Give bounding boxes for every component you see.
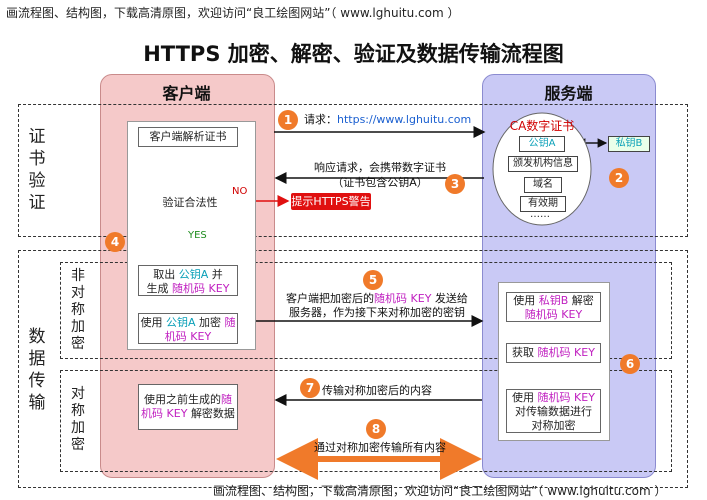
encrypt-key-box: 使用 公钥A 加密 随 机码 KEY — [138, 313, 238, 344]
get-key-box: 获取 随机码 KEY — [506, 343, 601, 363]
data-transfer-band — [18, 250, 688, 488]
https-warning-box: 提示HTTPS警告 — [291, 193, 371, 210]
encrypt-data-box: 使用 随机码 KEY 对传输数据进行 对称加密 — [506, 389, 601, 433]
watermark-top: 画流程图、结构图，下载高清原图，欢迎访问“良工绘图网站”（ www.lghuit… — [6, 6, 460, 20]
ellipsis-text: …… — [530, 209, 550, 220]
private-key-b-pill: 私钥B — [608, 136, 650, 152]
step-2-badge: 2 — [609, 168, 629, 188]
step-7-badge: 7 — [300, 378, 320, 398]
request-message: 请求：https://www.lghuitu.com — [304, 113, 472, 126]
no-label: NO — [232, 186, 248, 197]
public-key-a-pill: 公钥A — [519, 136, 565, 152]
verify-legit-diamond: 验证合法性 — [162, 196, 218, 209]
take-public-key-box: 取出 公钥A 并 生成 随机码 KEY — [138, 265, 238, 296]
step-8-badge: 8 — [366, 419, 386, 439]
yes-label: YES — [188, 230, 207, 241]
asymmetric-band — [60, 262, 672, 359]
step-3-badge: 3 — [445, 174, 465, 194]
client-flow-panel — [127, 121, 256, 350]
diagram-title: HTTPS 加密、解密、验证及数据传输流程图 — [143, 42, 564, 66]
decrypt-data-box: 使用之前生成的随 机码 KEY 解密数据 — [138, 384, 238, 430]
asymmetric-label: 非 对 称 加 密 — [71, 268, 85, 352]
step-5-badge: 5 — [363, 270, 383, 290]
all-content-message: 通过对称加密传输所有内容 — [314, 441, 446, 454]
symmetric-label: 对 称 加 密 — [71, 386, 85, 453]
client-column-title: 客户端 — [162, 84, 211, 103]
cert-verify-label: 证 书 验 证 — [28, 127, 46, 213]
issuer-pill: 颁发机构信息 — [508, 156, 578, 172]
step-1-badge: 1 — [278, 110, 298, 130]
response-message: 响应请求，会携带数字证书 （证书包含公钥A） — [314, 161, 446, 189]
step-6-badge: 6 — [620, 354, 640, 374]
send-key-message: 客户端把加密后的随机码 KEY 发送给 服务器，作为接下来对称加密的密钥 — [286, 292, 468, 319]
step-4-badge: 4 — [105, 232, 125, 252]
decrypt-key-box: 使用 私钥B 解密 随机码 KEY — [506, 292, 601, 322]
encrypted-content-message: 传输对称加密后的内容 — [322, 384, 432, 397]
domain-pill: 域名 — [524, 177, 562, 193]
cert-verify-band — [18, 104, 688, 237]
data-transfer-label: 数 据 传 输 — [28, 327, 46, 413]
validity-pill: 有效期 — [520, 196, 566, 212]
server-column-title: 服务端 — [544, 84, 593, 103]
parse-cert-box: 客户端解析证书 — [138, 127, 238, 147]
ca-cert-title: CA数字证书 — [509, 119, 575, 133]
